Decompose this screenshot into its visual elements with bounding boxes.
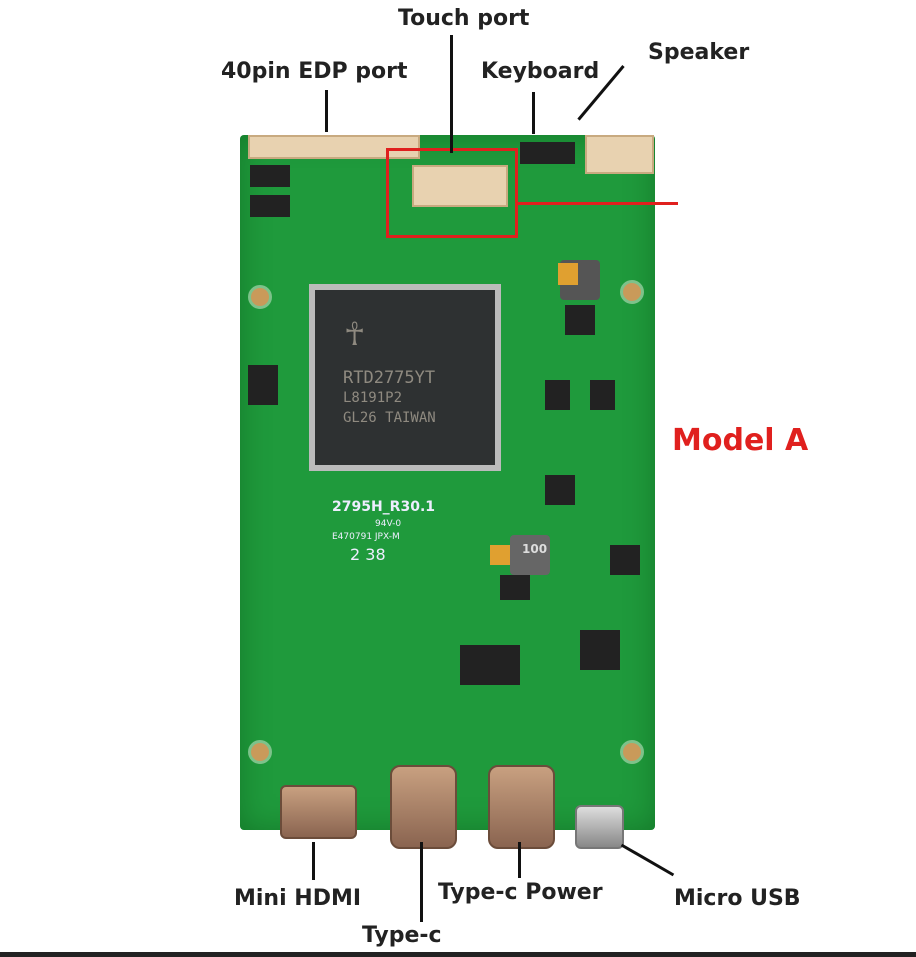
speaker-label: Speaker — [648, 40, 750, 65]
main-chip: ☥ RTD2775YT L8191P2 GL26 TAIWAN — [309, 284, 501, 471]
chip-origin: GL26 TAIWAN — [343, 410, 436, 426]
micro-usb-label: Micro USB — [674, 886, 801, 911]
edp-connector — [248, 135, 420, 159]
touch-connector — [412, 165, 508, 207]
inductor-marking: 100 — [522, 542, 548, 556]
chip-model: RTD2775YT — [343, 368, 436, 388]
touch-port-label: Touch port — [398, 6, 530, 31]
board-id-silkscreen: 2795H_R30.1 — [332, 499, 436, 515]
keyboard-label: Keyboard — [481, 59, 600, 84]
type-c-label: Type-c — [362, 923, 442, 948]
type-c-power-label: Type-c Power — [438, 880, 603, 905]
mini-hdmi-port — [280, 785, 357, 839]
mini-hdmi-label: Mini HDMI — [234, 886, 362, 911]
micro-usb-port — [575, 805, 624, 849]
highlight-line — [515, 202, 678, 205]
chip-lot: L8191P2 — [343, 390, 403, 406]
type-c-port — [390, 765, 457, 849]
rating-silkscreen: 94V-0 — [375, 519, 402, 529]
keyboard-connector — [520, 142, 575, 164]
type-c-power-port — [488, 765, 555, 849]
pcb-board: 2795H_R30.1 94V-0 E470791 JPX-M 2 38 100 — [240, 135, 655, 830]
realtek-logo-icon: ☥ — [345, 315, 365, 353]
date-silkscreen: 2 38 — [350, 545, 386, 564]
model-label: Model A — [672, 423, 809, 458]
speaker-connector — [585, 135, 654, 174]
mount-hole — [248, 285, 272, 309]
mount-hole — [620, 280, 644, 304]
highlight-box — [386, 148, 518, 238]
cert-silkscreen: E470791 JPX-M — [332, 532, 400, 542]
mount-hole — [248, 740, 272, 764]
mount-hole — [620, 740, 644, 764]
edp-port-label: 40pin EDP port — [221, 59, 408, 84]
